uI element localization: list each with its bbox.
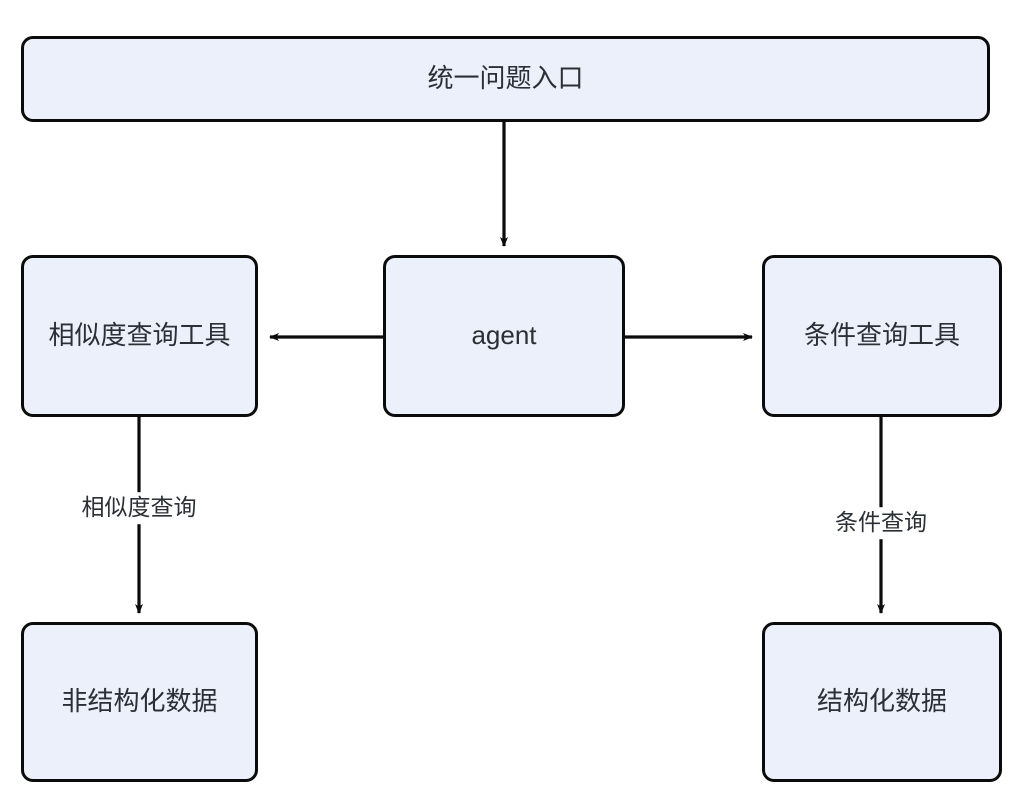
node-label-similarity-query-tool: 相似度查询工具 (48, 320, 231, 351)
edge-label-condition-query: 条件查询 (830, 507, 932, 539)
node-label-condition-query-tool: 条件查询工具 (803, 320, 960, 351)
node-unified-entry[interactable]: 统一问题入口 (21, 36, 990, 122)
node-label-unified-entry: 统一问题入口 (427, 63, 584, 94)
node-condition-query-tool[interactable]: 条件查询工具 (762, 255, 1002, 417)
node-label-structured-data: 结构化数据 (816, 686, 947, 717)
edge-label-similarity-query: 相似度查询 (76, 492, 202, 524)
edge-label-text-condition-query: 条件查询 (835, 509, 927, 536)
node-unstructured-data[interactable]: 非结构化数据 (21, 622, 258, 782)
node-label-agent: agent (471, 320, 537, 351)
node-agent[interactable]: agent (383, 255, 625, 417)
node-structured-data[interactable]: 结构化数据 (762, 622, 1002, 782)
node-label-unstructured-data: 非结构化数据 (61, 686, 218, 717)
node-similarity-query-tool[interactable]: 相似度查询工具 (21, 255, 258, 417)
edge-label-text-similarity-query: 相似度查询 (81, 494, 197, 521)
